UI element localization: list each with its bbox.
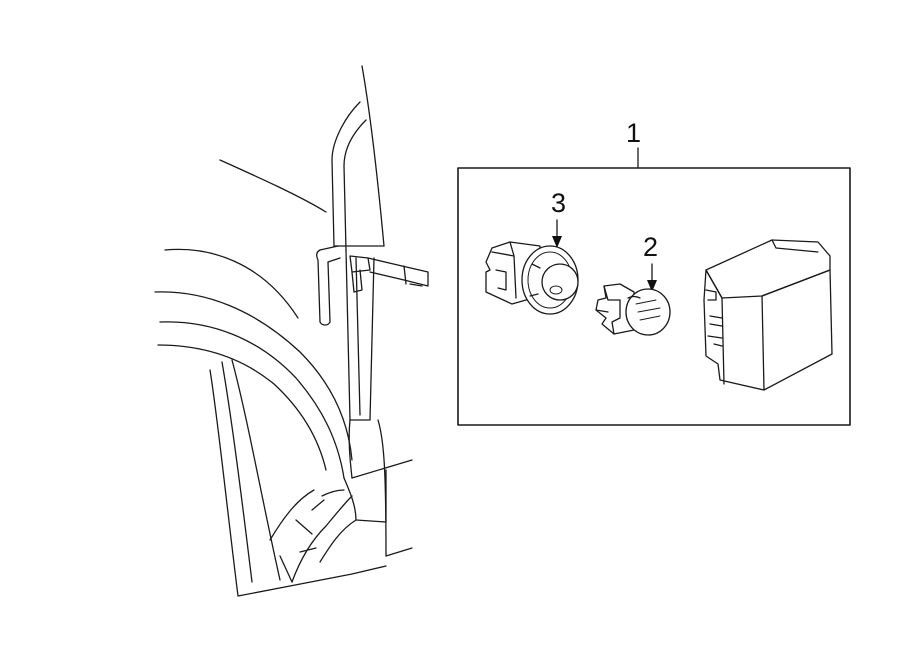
callout-bulb-socket: 3 [551,188,566,248]
bulb-small-part [595,283,671,336]
vehicle-body-outline [154,65,429,597]
lamp-housing-part [703,239,833,391]
assembly-box [457,167,851,426]
callout-assembly: 1 [626,118,641,169]
callout-bulb-small: 2 [643,232,658,292]
callout-label-bulb-socket: 3 [551,188,566,218]
callout-label-bulb-small: 2 [643,232,658,262]
callout-label-assembly: 1 [626,118,641,148]
bulb-socket-part [485,241,579,315]
